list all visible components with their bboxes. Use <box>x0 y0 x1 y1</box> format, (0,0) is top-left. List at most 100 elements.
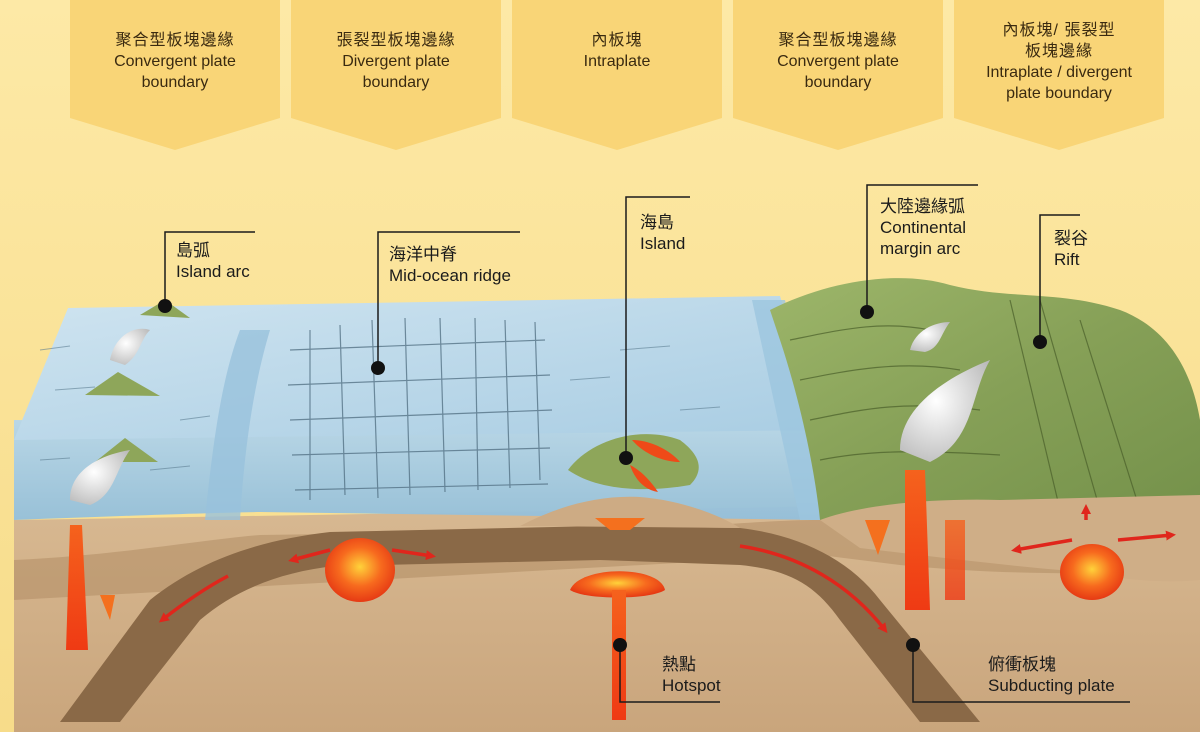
ridge-magma-chamber <box>325 538 395 602</box>
banner-zh: 張裂型板塊邊緣 <box>336 32 456 49</box>
label-en: Island arc <box>176 262 250 281</box>
dot-subducting-plate <box>906 638 920 652</box>
label-en-1: Continental <box>880 218 967 237</box>
label-zh: 熱點 <box>662 655 696 674</box>
subduction-arrow-right <box>739 544 888 634</box>
label-rift: 裂谷 Rift <box>1054 228 1088 270</box>
arc-magma-blob-right <box>865 520 890 555</box>
marker-dots <box>158 299 1047 652</box>
label-continental-margin-arc: 大陸邊緣弧 Continental margin arc <box>880 196 966 259</box>
ocean-surface <box>14 296 820 440</box>
banner-en-2: boundary <box>804 74 872 91</box>
dot-continental-arc <box>860 305 874 319</box>
leader-subducting-plate <box>912 645 1130 703</box>
banner-fill <box>70 0 280 150</box>
label-mid-ocean-ridge: 海洋中脊 Mid-ocean ridge <box>389 244 511 286</box>
banner-fill <box>954 0 1164 150</box>
dot-island <box>619 451 633 465</box>
label-en: Subducting plate <box>988 676 1115 695</box>
plate-motion-arrows <box>158 504 1176 634</box>
ridge-fractures <box>287 317 553 500</box>
arc-magma-conduit-right-2 <box>945 520 965 600</box>
ridge-arrow-right <box>391 548 436 561</box>
label-en: Island <box>640 234 686 253</box>
subduction-arrow-left <box>158 574 229 623</box>
trench-wall-left <box>205 330 270 520</box>
banner-shape <box>291 0 501 150</box>
banner-fill <box>512 0 722 150</box>
banner-shape <box>954 0 1164 150</box>
ash-plume-2 <box>70 450 130 505</box>
label-hotspot: 熱點 Hotspot <box>662 654 721 696</box>
dot-hotspot <box>613 638 627 652</box>
rift-arrow-right <box>1117 530 1176 542</box>
label-zh: 海島 <box>640 213 674 232</box>
banner-shape <box>512 0 722 150</box>
ridge-arrow-left <box>288 548 331 564</box>
arc-magma-conduit-left <box>66 525 88 650</box>
leader-mid-ocean-ridge <box>377 231 520 368</box>
banner-en-1: Convergent plate <box>777 53 899 70</box>
hotspot-magma-head <box>570 571 665 598</box>
ash-plume-3 <box>910 322 950 352</box>
arc-magma-conduit-right <box>905 470 930 610</box>
banner-fill <box>291 0 501 150</box>
label-island: 海島 Island <box>640 212 685 254</box>
label-zh: 海洋中脊 <box>389 245 457 264</box>
banner-en-2: boundary <box>141 74 209 91</box>
rift-magma-chamber <box>1060 544 1124 600</box>
banner-en-1: Intraplate / divergent <box>986 64 1132 81</box>
label-zh: 俯衝板塊 <box>988 655 1056 674</box>
hotspot-seamount <box>520 496 740 528</box>
leader-hotspot <box>619 645 720 703</box>
hotspot-plume <box>612 590 626 720</box>
ash-plume-1 <box>110 328 150 365</box>
label-en: Mid-ocean ridge <box>389 266 511 285</box>
label-zh: 大陸邊緣弧 <box>880 197 965 216</box>
rift-arrow-left <box>1011 538 1073 554</box>
leader-rift <box>1039 214 1080 342</box>
label-en: Hotspot <box>662 676 721 695</box>
banner-shape <box>70 0 280 150</box>
label-subducting-plate: 俯衝板塊 Subducting plate <box>988 654 1115 696</box>
banner-convergent-1: 聚合型板塊邊緣 Convergent plate boundary <box>70 0 280 150</box>
banner-zh: 聚合型板塊邊緣 <box>778 32 898 49</box>
dot-island-arc <box>158 299 172 313</box>
continent <box>770 278 1200 520</box>
hotspot-conduit-top <box>595 518 645 530</box>
banner-divergent: 張裂型板塊邊緣 Divergent plate boundary <box>291 0 501 150</box>
leader-island-arc <box>164 231 255 306</box>
arc-magma-blob-left <box>100 595 115 620</box>
label-zh: 島弧 <box>176 241 210 260</box>
banner-en-2: boundary <box>362 74 430 91</box>
banner-zh: 內板塊 <box>591 32 643 49</box>
banner-zh-2: 板塊邊緣 <box>1024 43 1093 60</box>
island-lava-2 <box>630 465 658 492</box>
banner-en-1: Intraplate <box>583 53 651 70</box>
trench-wall-right <box>752 300 830 520</box>
banner-shape <box>733 0 943 150</box>
banner-fill <box>733 0 943 150</box>
label-en: Rift <box>1054 250 1080 269</box>
leader-continental-arc <box>866 184 978 312</box>
label-en-2: margin arc <box>880 239 961 258</box>
banner-intraplate-divergent: 內板塊/ 張裂型 板塊邊緣 Intraplate / divergent pla… <box>954 0 1164 150</box>
dot-mid-ocean-ridge <box>371 361 385 375</box>
banner-en-2: plate boundary <box>1006 85 1112 102</box>
banner-en-1: Divergent plate <box>342 53 450 70</box>
banner-zh: 內板塊/ 張裂型 <box>1002 22 1116 39</box>
leader-lines <box>164 184 1130 703</box>
label-zh: 裂谷 <box>1054 229 1088 248</box>
banner-en-1: Convergent plate <box>114 53 236 70</box>
banner-intraplate: 內板塊 Intraplate <box>512 0 722 150</box>
label-island-arc: 島弧 Island arc <box>176 240 250 282</box>
dot-rift <box>1033 335 1047 349</box>
island-lava-1 <box>632 440 680 462</box>
island-arc-island-2 <box>85 372 160 396</box>
banner-zh: 聚合型板塊邊緣 <box>115 32 235 49</box>
ash-plume-4 <box>900 360 990 462</box>
hotspot-island <box>568 434 699 490</box>
leader-island <box>625 196 690 458</box>
banner-convergent-2: 聚合型板塊邊緣 Convergent plate boundary <box>733 0 943 150</box>
